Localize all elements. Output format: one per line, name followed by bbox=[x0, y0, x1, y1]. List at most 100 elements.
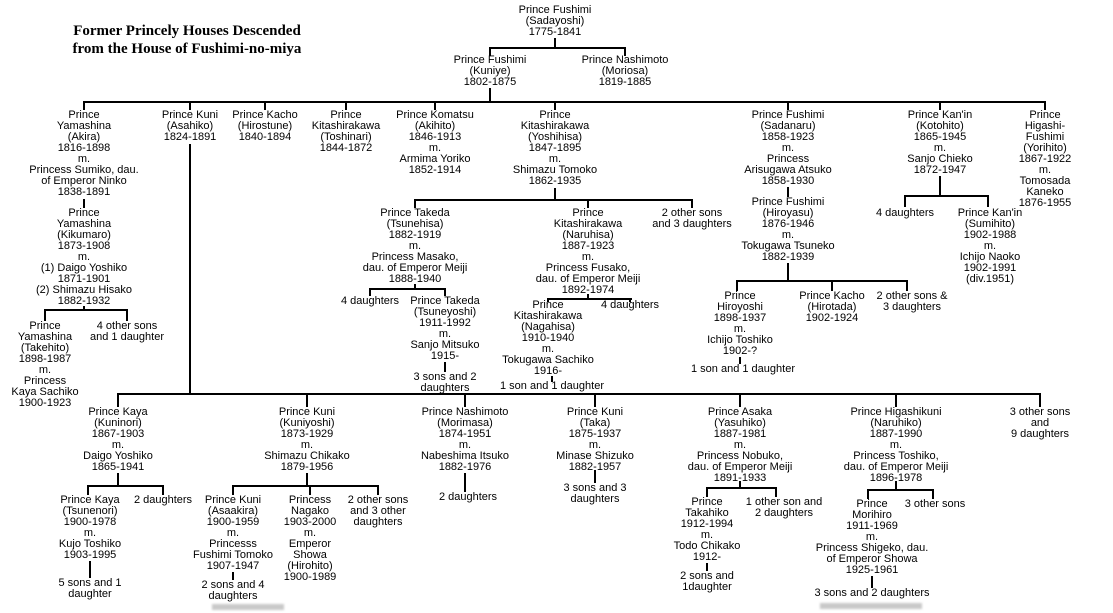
connector-line bbox=[189, 101, 191, 110]
node-kitashirakawa-yoshihisa: Prince Kitashirakawa (Yoshihisa) 1847-18… bbox=[512, 109, 598, 187]
node-kuni-taka: Prince Kuni (Taka) 1875-1937 m. Minase S… bbox=[556, 406, 634, 473]
connector-line bbox=[554, 188, 556, 200]
node-yamashina-kikumaro: Prince Yamashina (Kikumaro) 1873-1908 m.… bbox=[36, 207, 132, 307]
connector-line bbox=[706, 487, 708, 497]
node-nashimoto-moriosa: Prince Nashimoto (Moriosa) 1819-1885 bbox=[581, 54, 669, 88]
connector-line bbox=[83, 306, 85, 311]
connector-line bbox=[414, 199, 416, 208]
node-fushimi-sadanaru: Prince Fushimi (Sadanaru) 1858-1923 m. P… bbox=[744, 109, 832, 187]
connector-line bbox=[345, 101, 347, 110]
connector-line bbox=[867, 489, 934, 491]
connector-line bbox=[1039, 393, 1041, 407]
connector-line bbox=[89, 561, 91, 578]
connector-line bbox=[624, 47, 626, 56]
node-morihiro-children: 3 sons and 2 daughters bbox=[814, 587, 930, 599]
connector-line bbox=[895, 393, 897, 407]
connector-line bbox=[434, 101, 436, 110]
node-takeda-tsunehisa: Prince Takeda (Tsunehisa) 1882-1919 m. P… bbox=[362, 207, 468, 285]
node-yoshihisa-other-children: 2 other sons and 3 daughters bbox=[652, 207, 732, 230]
connector-line bbox=[831, 280, 833, 291]
connector-line bbox=[871, 576, 873, 588]
node-asaakira-children: 2 sons and 4 daughters bbox=[201, 579, 265, 602]
connector-line bbox=[489, 47, 491, 56]
connector-line bbox=[739, 481, 741, 488]
connector-line bbox=[117, 473, 119, 487]
connector-line bbox=[87, 485, 164, 487]
connector-line bbox=[895, 481, 897, 490]
connector-line bbox=[309, 485, 311, 495]
node-kitashirakawa-toshinari: Prince Kitashirakawa (Toshinari) 1844-18… bbox=[311, 109, 381, 154]
connector-line bbox=[554, 38, 556, 48]
node-kuninori-daughters: 2 daughters bbox=[133, 494, 193, 506]
node-tsuneyoshi-children: 3 sons and 2 daughters bbox=[413, 371, 477, 394]
chart-title: Former Princely Houses Descended from th… bbox=[72, 23, 302, 57]
connector-line bbox=[787, 187, 789, 197]
node-kuni-kuniyoshi: Prince Kuni (Kuniyoshi) 1873-1929 m. Shi… bbox=[264, 406, 350, 473]
node-fushimi-sadayoshi: Prince Fushimi (Sadayoshi) 1775-1841 bbox=[518, 4, 592, 38]
connector-line bbox=[587, 294, 589, 299]
node-nagahisa-children: 1 son and 1 daughter bbox=[500, 380, 604, 392]
connector-line bbox=[44, 309, 46, 321]
connector-line bbox=[736, 280, 738, 291]
connector-line bbox=[369, 288, 371, 296]
node-asahiko-other-children: 3 other sons and 9 daughters bbox=[1009, 406, 1071, 440]
connector-line bbox=[787, 263, 789, 282]
node-hiroyoshi-children: 1 son and 1 daughter bbox=[691, 363, 795, 375]
connector-line bbox=[232, 485, 234, 495]
connector-line bbox=[629, 298, 631, 302]
connector-line bbox=[706, 487, 776, 489]
connector-line bbox=[739, 357, 741, 364]
connector-line bbox=[87, 485, 89, 495]
node-higashi-fushimi-yorihito: Prince Higashi-Fushimi (Yorihito) 1867-1… bbox=[1018, 109, 1072, 209]
node-asaka-yasuhiko: Prince Asaka (Yasuhiko) 1887-1981 m. Pri… bbox=[687, 406, 793, 484]
connector-line bbox=[906, 280, 908, 291]
connector-line bbox=[444, 362, 446, 372]
node-kacho-hirostune: Prince Kacho (Hirostune) 1840-1894 bbox=[232, 109, 298, 143]
screenshot-artifact bbox=[820, 603, 922, 609]
node-hiroyasu-other-children: 2 other sons & 3 daughters bbox=[876, 290, 948, 313]
connector-line bbox=[547, 298, 549, 302]
connector-line bbox=[306, 393, 308, 407]
node-kaya-tsunenori: Prince Kaya (Tsunenori) 1900-1978 m. Kuj… bbox=[58, 494, 122, 561]
connector-line bbox=[464, 393, 466, 407]
node-hiroyoshi: Prince Hiroyoshi 1898-1937 m. Ichijo Tos… bbox=[707, 290, 773, 357]
connector-line bbox=[264, 101, 266, 110]
node-kuni-asahiko: Prince Kuni (Asahiko) 1824-1891 bbox=[161, 109, 219, 143]
node-kuniyoshi-other-children: 2 other sons and 3 other daughters bbox=[347, 494, 409, 528]
connector-line bbox=[369, 288, 446, 290]
node-yamashina-akira: Prince Yamashina (Akira) 1816-1898 m. Pr… bbox=[29, 109, 139, 198]
screenshot-artifact bbox=[212, 604, 284, 610]
node-kanin-daughters: 4 daughters bbox=[875, 207, 935, 219]
connector-line bbox=[939, 101, 941, 110]
node-nashimoto-morimasa: Prince Nashimoto (Morimasa) 1874-1951 m.… bbox=[420, 406, 510, 473]
node-kuni-asaakira: Prince Kuni (Asaakira) 1900-1959 m. Prin… bbox=[193, 494, 273, 572]
connector-line bbox=[232, 485, 379, 487]
node-yamashina-takehito: Prince Yamashina (Takehito) 1898-1987 m.… bbox=[11, 320, 79, 409]
connector-line bbox=[594, 393, 596, 407]
node-komatsu-akihito: Prince Komatsu (Akihito) 1846-1913 m. Ar… bbox=[396, 109, 474, 176]
node-princess-nagako: Princess Nagako 1903-2000 m. Emperor Sho… bbox=[283, 494, 337, 583]
connector-line bbox=[706, 563, 708, 571]
connector-line bbox=[306, 473, 308, 487]
node-kanin-sumihito: Prince Kan'in (Sumihito) 1902-1988 m. Ic… bbox=[957, 207, 1023, 285]
node-yasuhiko-other-children: 1 other son and 2 daughters bbox=[745, 496, 823, 519]
node-kaya-kuninori: Prince Kaya (Kuninori) 1867-1903 m. Daig… bbox=[83, 406, 153, 473]
connector-line bbox=[551, 376, 553, 382]
node-kitashirakawa-naruhisa: Prince Kitashirakawa (Naruhisa) 1887-192… bbox=[535, 207, 641, 296]
connector-line bbox=[117, 393, 119, 407]
connector-line bbox=[554, 101, 556, 110]
connector-line bbox=[987, 195, 989, 207]
connector-line bbox=[594, 470, 596, 483]
connector-line bbox=[739, 393, 741, 407]
connector-line bbox=[44, 309, 128, 311]
connector-line bbox=[587, 199, 589, 208]
node-taka-children: 3 sons and 3 daughters bbox=[563, 482, 627, 505]
node-fushimi-hiroyasu: Prince Fushimi (Hiroyasu) 1876-1946 m. T… bbox=[741, 196, 835, 263]
node-yamashina-other-children: 4 other sons and 1 daughter bbox=[89, 320, 165, 343]
connector-line bbox=[775, 487, 777, 497]
connector-line bbox=[464, 473, 466, 492]
connector-line bbox=[83, 101, 85, 110]
node-morihiro: Prince Morihiro 1911-1969 m. Princess Sh… bbox=[815, 498, 929, 576]
node-takahiko-children: 2 sons and 1daughter bbox=[680, 570, 734, 593]
